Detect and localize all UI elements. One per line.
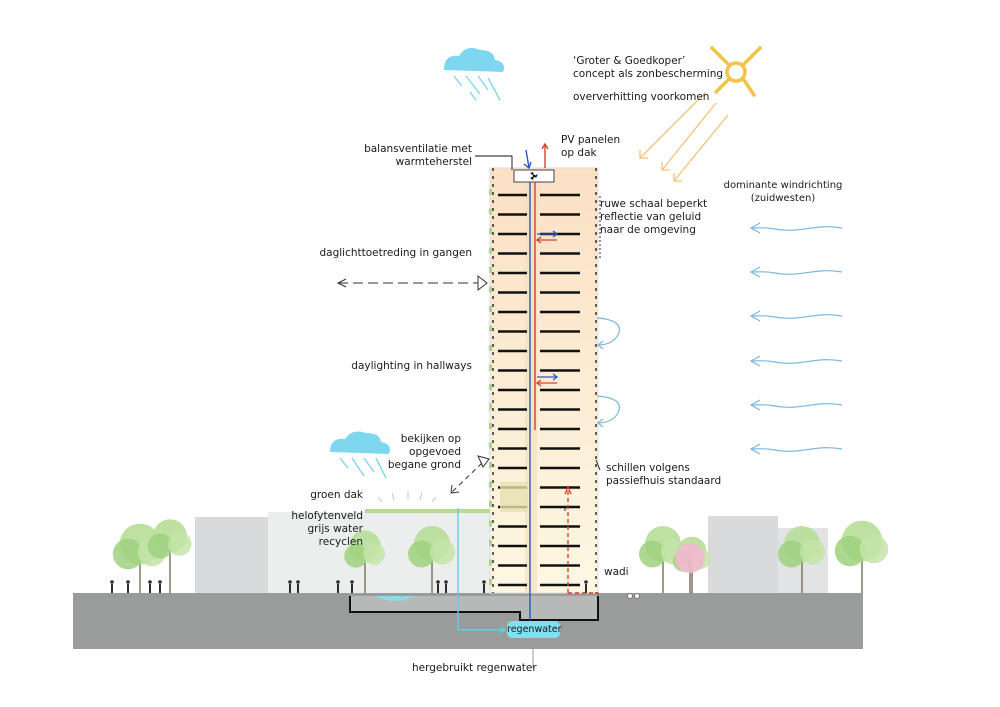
balcony-plant — [489, 423, 492, 429]
daylight-en-label: daylighting in hallways — [351, 360, 472, 372]
helophyte-label: helofytenveld — [291, 510, 363, 522]
rainwater-tank-label: regenwater — [507, 624, 562, 635]
wind-arrow — [751, 403, 843, 408]
tree-icon — [408, 526, 456, 593]
balcony-plant — [489, 559, 492, 566]
person-icon — [110, 580, 114, 593]
ventilation-label: balansventilatie met — [364, 143, 472, 155]
basement — [349, 596, 599, 621]
sun-rays — [639, 91, 729, 182]
wind-arrow-head — [749, 222, 761, 234]
rainwater-system — [457, 485, 599, 668]
person-icon — [296, 580, 300, 593]
reused-rainwater-label: hergebruikt regenwater — [412, 662, 537, 674]
tower — [489, 167, 599, 594]
view-label-3: begane grond — [387, 459, 461, 471]
wind-arrow-head — [749, 443, 761, 455]
balcony-plant — [489, 579, 492, 585]
view-arrow — [450, 455, 490, 494]
view-label-2: opgevoed — [409, 446, 461, 458]
wind-arrow — [751, 270, 843, 275]
rough-shell-label-3: naar de omgeving — [600, 224, 696, 236]
balcony-plant — [489, 520, 492, 527]
person-icon — [482, 580, 486, 593]
wind-arrow-head — [749, 310, 761, 322]
rain-cloud-icon — [330, 431, 390, 479]
wind-arrows — [749, 222, 843, 455]
wind-direction-label: dominante windrichting — [723, 180, 843, 191]
daylight-arrow — [336, 274, 488, 292]
sun-icon — [710, 46, 762, 97]
wind-arrow — [751, 447, 843, 452]
person-icon — [126, 580, 130, 593]
rough-shell-label-2: reflectie van geluid — [600, 211, 702, 223]
tree-icon — [778, 526, 826, 593]
balcony-plant — [489, 208, 492, 215]
balcony-plant — [489, 228, 492, 234]
person-icon — [444, 580, 448, 593]
leader-lines — [475, 155, 601, 511]
balcony-plant — [489, 540, 492, 546]
balcony-plant — [489, 189, 492, 195]
balcony-plant — [489, 325, 492, 332]
wind-arrow-head — [749, 399, 761, 411]
balcony-plant — [489, 501, 492, 507]
wind-arrow — [751, 359, 843, 364]
rough-shell-label: ruwe schaal beperkt — [600, 198, 708, 210]
rainwater-tank — [507, 621, 560, 638]
balcony-plant — [489, 384, 492, 390]
tree-icon — [344, 530, 386, 593]
pv-roof-label: op dak — [561, 147, 597, 159]
balcony-plant — [489, 247, 492, 254]
wind-arrow — [751, 314, 843, 319]
balcony-plant — [489, 442, 492, 449]
concept-label-2: concept als zonbescherming — [573, 68, 724, 80]
green-roof — [365, 509, 490, 513]
green-roof-label: groen dak — [310, 489, 363, 501]
daylight-nl-label: daglichttoetreding in gangen — [319, 247, 473, 259]
overheating-label: oververhitting voorkomen — [573, 91, 710, 103]
person-icon — [158, 580, 162, 593]
greywater-label: grijs water — [307, 523, 363, 535]
balcony-plant — [489, 345, 492, 351]
person-icon — [436, 580, 440, 593]
balcony-plant — [489, 462, 492, 468]
rain-cloud-icon — [444, 48, 504, 101]
shells-label: schillen volgens — [606, 462, 690, 474]
wadi-label: wadi — [604, 566, 629, 578]
concept-label: ‘Groter & Goedkoper’ — [573, 55, 686, 67]
balcony-plant — [489, 286, 492, 293]
person-icon — [350, 580, 354, 593]
balcony-plant — [489, 403, 492, 410]
balcony-plant — [489, 364, 492, 371]
fan-icon — [530, 172, 538, 180]
tree-icon — [675, 543, 705, 593]
wind-arrow — [751, 226, 843, 231]
wind-arrow-head — [749, 355, 761, 367]
person-icon — [148, 580, 152, 593]
balcony-plant — [489, 481, 492, 488]
building-left — [195, 517, 270, 593]
balcony-plant — [489, 267, 492, 273]
tree-icon — [147, 519, 192, 593]
wind-direction-sub-label: (zuidwesten) — [750, 193, 816, 204]
view-label: bekijken op — [400, 433, 461, 445]
balcony-plant — [489, 306, 492, 312]
person-icon — [584, 580, 588, 593]
person-icon — [336, 580, 340, 593]
building-right — [708, 516, 778, 593]
wind-arrow-head — [749, 266, 761, 278]
roof-rays — [377, 491, 437, 503]
helophyte-pond — [375, 596, 415, 601]
tree-icon — [834, 520, 889, 593]
wind-swirls — [596, 317, 620, 428]
person-icon — [288, 580, 292, 593]
heat-recovery-label: warmteherstel — [395, 156, 472, 168]
pv-panels-label: PV panelen — [561, 134, 621, 146]
passive-house-label: passiefhuis standaard — [606, 475, 722, 487]
recycle-label: recyclen — [318, 536, 363, 548]
heat-recovery-arrows — [535, 230, 559, 387]
